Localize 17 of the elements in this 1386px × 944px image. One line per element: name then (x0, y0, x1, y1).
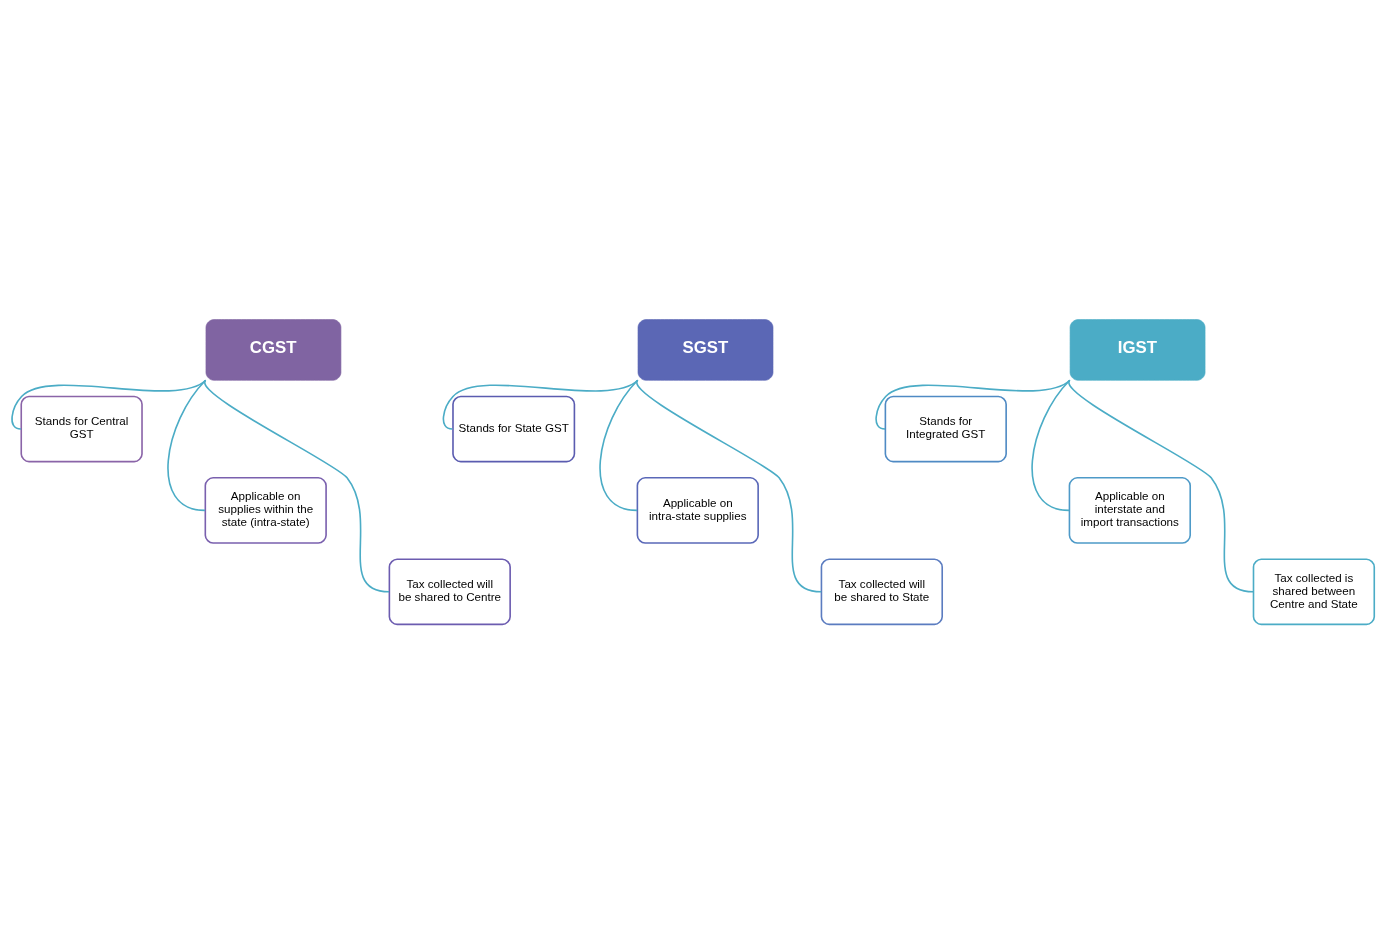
connector (875, 379, 1071, 430)
node-box: CGST (205, 319, 342, 381)
node-box: Stands for Integrated GST (884, 395, 1007, 463)
node-box: Stands for State GST (452, 395, 576, 463)
connector (599, 379, 639, 512)
node-box: Stands for Central GST (20, 395, 143, 463)
connector (167, 379, 207, 512)
node-box: Applicable on supplies within the state (intra-state) (204, 477, 327, 544)
node-box: Applicable on intra-state supplies (636, 477, 759, 544)
node-box: IGST (1069, 319, 1206, 381)
connector (1031, 379, 1071, 512)
node-box: Applicable on interstate and import transactions (1068, 477, 1191, 544)
node-box: Tax collected will be shared to Centre (388, 558, 511, 626)
node-box: Tax collected is shared between Centre and State (1252, 558, 1376, 626)
connector (636, 379, 822, 593)
node-box: SGST (637, 319, 774, 381)
node-box: Tax collected will be shared to State (820, 558, 943, 626)
